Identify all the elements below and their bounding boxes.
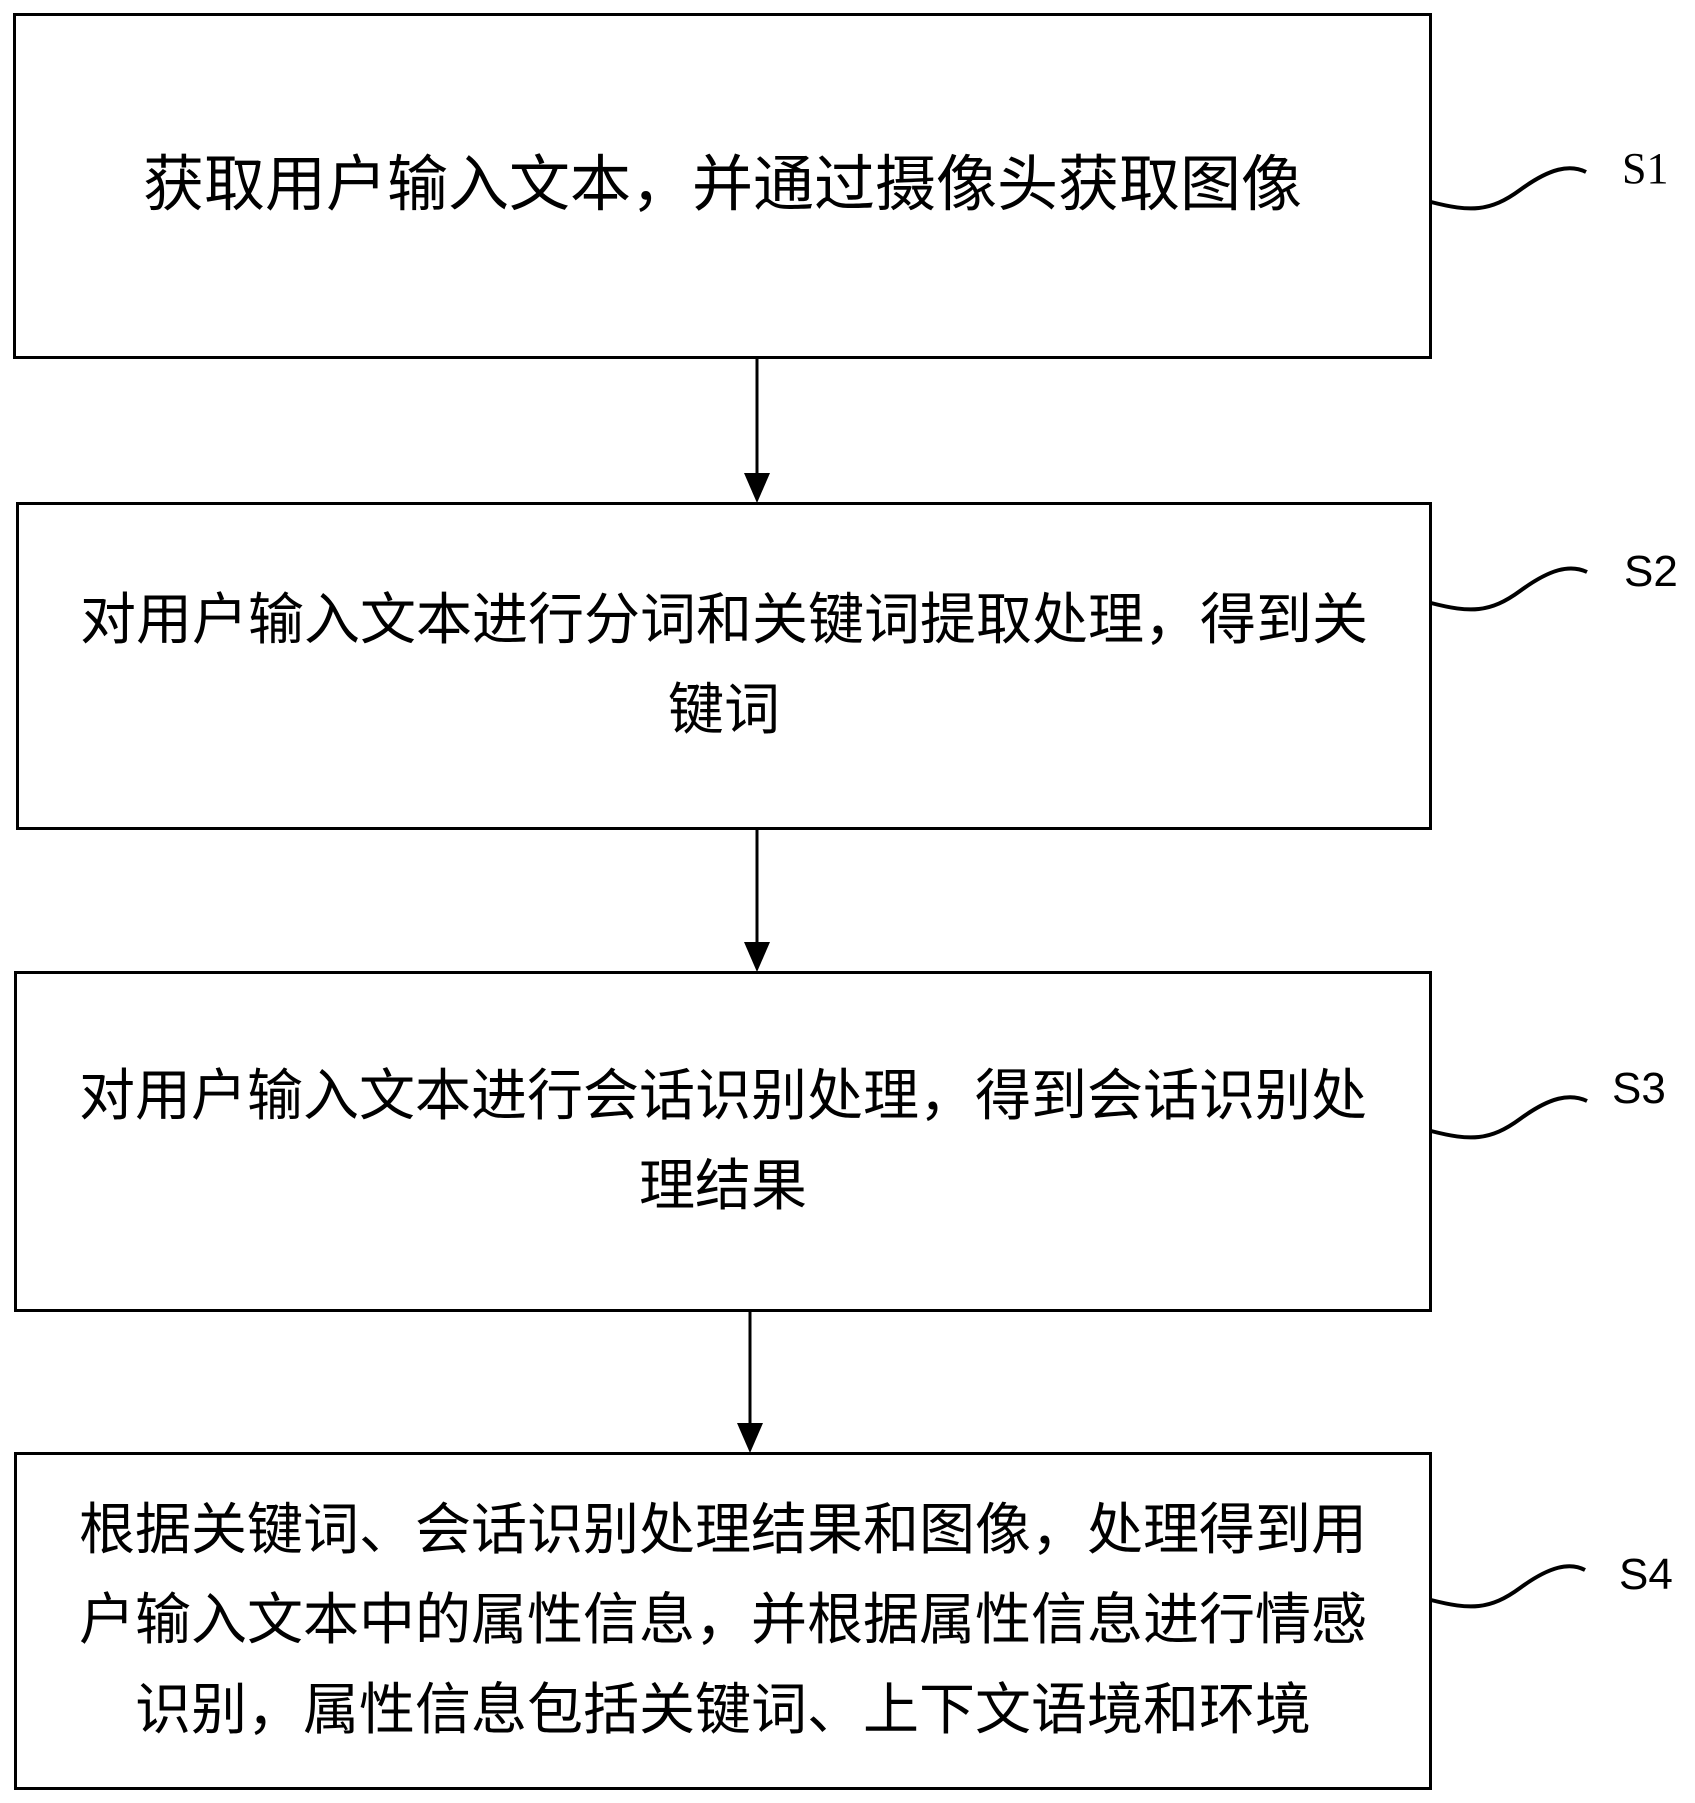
step-text-line: 对用户输入文本进行会话识别处理，得到会话识别处 — [79, 1065, 1367, 1128]
arrow-s3-to-s4 — [737, 1312, 763, 1453]
step-text-line: 识别，属性信息包括关键词、上下文语境和环境 — [135, 1680, 1311, 1742]
step-label-s4: S4 — [1619, 1550, 1673, 1599]
step-box-s3: 对用户输入文本进行会话识别处理，得到会话识别处 理结果 — [14, 971, 1432, 1312]
step-text-line: 根据关键词、会话识别处理结果和图像，处理得到用 — [79, 1500, 1367, 1562]
step-label-s1: S1 — [1622, 144, 1669, 193]
step-text-line: 对用户输入文本进行分词和关键词提取处理，得到关 — [80, 590, 1368, 652]
step-text-line: 理结果 — [639, 1155, 807, 1218]
leader-curve-s4 — [1430, 1564, 1586, 1609]
step-box-s4: 根据关键词、会话识别处理结果和图像，处理得到用 户输入文本中的属性信息，并根据属… — [14, 1452, 1432, 1790]
leader-curve-s2 — [1430, 566, 1588, 612]
step-box-s1: 获取用户输入文本，并通过摄像头获取图像 — [13, 13, 1432, 359]
step-label-s3: S3 — [1612, 1064, 1666, 1113]
arrow-s2-to-s3 — [744, 830, 770, 972]
leader-curve-s1 — [1430, 166, 1587, 211]
step-text-line: 获取用户输入文本，并通过摄像头获取图像 — [142, 152, 1302, 219]
leader-curve-s3 — [1430, 1095, 1588, 1140]
step-text-line: 键词 — [668, 680, 780, 742]
step-label-s2: S2 — [1624, 547, 1678, 596]
step-box-s2: 对用户输入文本进行分词和关键词提取处理，得到关 键词 — [16, 502, 1432, 830]
step-text-line: 户输入文本中的属性信息，并根据属性信息进行情感 — [79, 1590, 1367, 1652]
arrow-s1-to-s2 — [744, 359, 770, 503]
